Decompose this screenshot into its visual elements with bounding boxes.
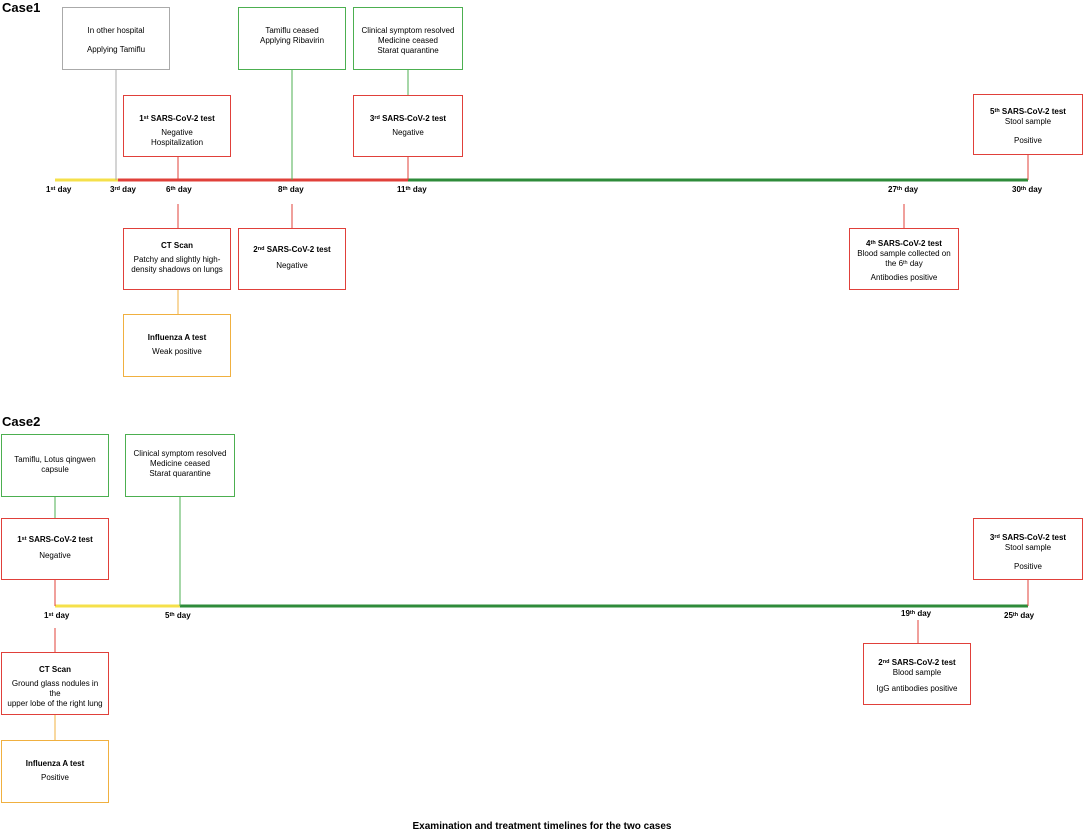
c2-resolved-box: Clinical symptom resolved Medicine cease…	[125, 434, 235, 497]
c1-test5-box: 5th SARS-CoV-2 test Stool sample Positiv…	[973, 94, 1083, 155]
c1-test3-box: 3rd SARS-CoV-2 test Negative	[353, 95, 463, 157]
c1-ribavirin-box: Tamiflu ceased Applying Ribavirin	[238, 7, 346, 70]
c1-flu-box: Influenza A test Weak positive	[123, 314, 231, 377]
c2-day-1: 1st day	[44, 611, 70, 620]
c1-day-27: 27th day	[888, 185, 919, 194]
c2-day-5: 5th day	[165, 611, 191, 620]
figure-caption: Examination and treatment timelines for …	[412, 821, 672, 832]
c1-test4-box: 4th SARS-CoV-2 test Blood sample collect…	[849, 228, 959, 290]
c2-day-25: 25th day	[1004, 611, 1035, 620]
case2-title: Case2	[2, 414, 41, 429]
c1-day-6: 6th day	[166, 185, 192, 194]
c1-day-3: 3rd day	[110, 185, 136, 194]
c1-day-11: 11th day	[397, 185, 427, 194]
c1-day-30: 30th day	[1012, 185, 1043, 194]
c1-test2-box: 2nd SARS-CoV-2 test Negative	[238, 228, 346, 290]
c1-day-8: 8th day	[278, 185, 304, 194]
c2-tamiflu-box: Tamiflu, Lotus qingwen capsule	[1, 434, 109, 497]
c1-test1-box: 1st SARS-CoV-2 test Negative Hospitaliza…	[123, 95, 231, 157]
c1-resolved-box: Clinical symptom resolved Medicine cease…	[353, 7, 463, 70]
c2-ct-box: CT Scan Ground glass nodules in the uppe…	[1, 652, 109, 715]
c2-day-19: 19th day	[901, 609, 932, 618]
c2-test2-box: 2nd SARS-CoV-2 test Blood sample IgG ant…	[863, 643, 971, 705]
case1-title: Case1	[2, 0, 41, 15]
c1-hospital-box: In other hospital Applying Tamiflu	[62, 7, 170, 70]
c1-ct-box: CT Scan Patchy and slightly high- densit…	[123, 228, 231, 290]
c2-test1-box: 1st SARS-CoV-2 test Negative	[1, 518, 109, 580]
c2-test3-box: 3rd SARS-CoV-2 test Stool sample Positiv…	[973, 518, 1083, 580]
c1-day-1: 1st day	[46, 185, 72, 194]
c2-flu-box: Influenza A test Positive	[1, 740, 109, 803]
